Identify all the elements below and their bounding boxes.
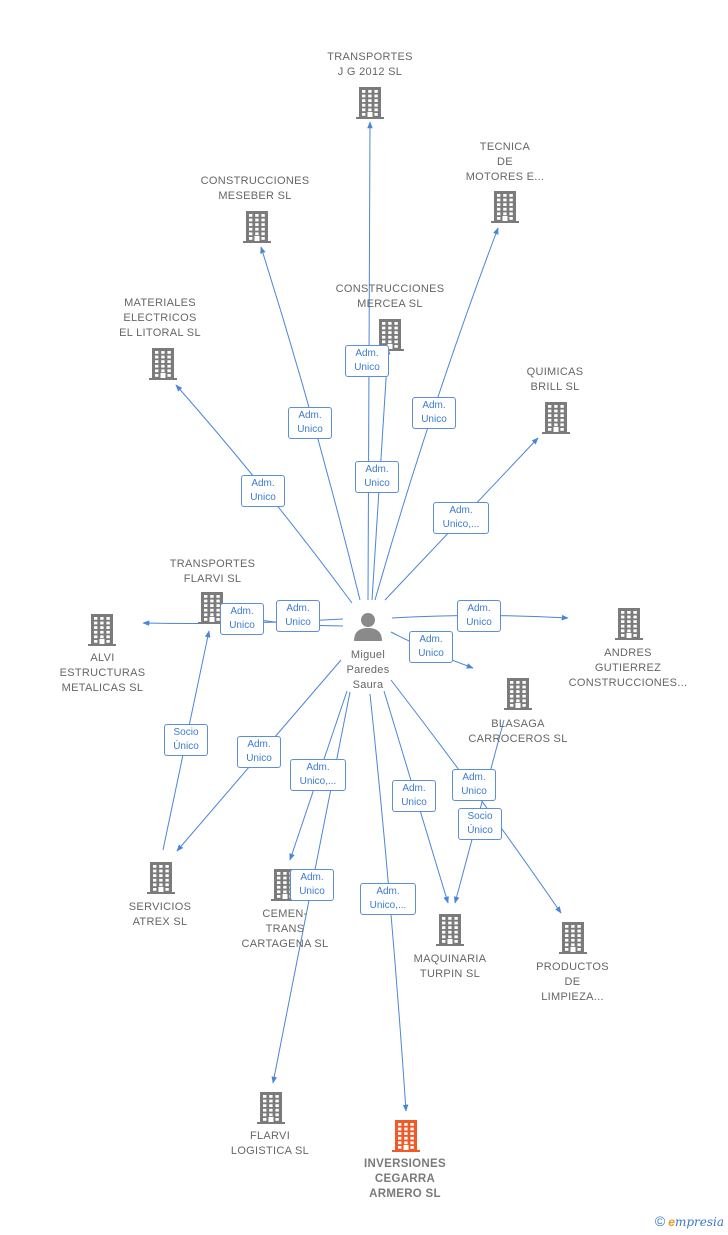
building-icon-andres[interactable] (615, 608, 643, 640)
relation-badge-r_alvi[interactable]: Adm. Unico (220, 603, 264, 635)
building-icon-transportes_jg[interactable] (356, 87, 384, 119)
relation-badge-r_servicios[interactable]: Adm. Unico (237, 736, 281, 768)
company-label-productos[interactable]: PRODUCTOS DE LIMPIEZA... (536, 961, 609, 1003)
building-icon-blasaga[interactable] (504, 678, 532, 710)
brand-name: mpresia (674, 1215, 724, 1229)
building-icon-flarvi_log[interactable] (257, 1092, 285, 1124)
relation-badge-r_jg[interactable]: Adm. Unico (345, 345, 389, 377)
company-label-inversiones[interactable]: INVERSIONES CEGARRA ARMERO SL (364, 1158, 446, 1200)
copyright-symbol: © (654, 1213, 666, 1229)
building-icon-mercea[interactable] (376, 319, 404, 351)
building-icon-productos[interactable] (559, 922, 587, 954)
building-icon-inversiones[interactable] (392, 1120, 420, 1152)
building-icon-alvi[interactable] (88, 614, 116, 646)
company-label-mercea[interactable]: CONSTRUCCIONES MERCEA SL (335, 283, 445, 310)
person-icon[interactable] (354, 613, 382, 641)
company-label-alvi[interactable]: ALVI ESTRUCTURAS METALICAS SL (59, 652, 146, 694)
relation-badge-r_productos[interactable]: Adm. Unico (452, 769, 496, 801)
building-icon-maquinaria[interactable] (436, 914, 464, 946)
relation-badge-r_socio_flarvi[interactable]: Socio Único (164, 724, 208, 756)
building-icon-materiales[interactable] (149, 348, 177, 380)
company-label-blasaga[interactable]: BLASAGA CARROCEROS SL (468, 718, 568, 745)
relation-badge-r_blasaga[interactable]: Adm. Unico (409, 631, 453, 663)
relation-badge-r_meseber[interactable]: Adm. Unico (288, 407, 332, 439)
relation-badge-r_inversiones[interactable]: Adm. Unico,... (360, 883, 416, 915)
company-label-cemen[interactable]: CEMEN- TRANS CARTAGENA SL (241, 908, 329, 950)
relation-badge-r_flarvilog[interactable]: Adm. Unico (290, 869, 334, 901)
person-label[interactable]: Miguel Paredes Saura (346, 649, 390, 691)
company-label-tecnica_motores[interactable]: TECNICA DE MOTORES E... (465, 141, 545, 183)
company-label-meseber[interactable]: CONSTRUCCIONES MESEBER SL (200, 175, 310, 202)
company-label-transportes_jg[interactable]: TRANSPORTES J G 2012 SL (327, 51, 413, 78)
building-icon-quimicas[interactable] (542, 402, 570, 434)
relation-badge-r_quimicas[interactable]: Adm. Unico,... (433, 502, 489, 534)
relation-badge-r_andres[interactable]: Adm. Unico (457, 600, 501, 632)
company-label-maquinaria[interactable]: MAQUINARIA TURPIN SL (413, 953, 487, 980)
relation-badge-r_cemen[interactable]: Adm. Unico,... (290, 759, 346, 791)
brand-initial: e (668, 1215, 675, 1229)
relation-badge-r_mercea[interactable]: Adm. Unico (355, 461, 399, 493)
building-icon-meseber[interactable] (243, 211, 271, 243)
company-label-flarvi_log[interactable]: FLARVI LOGISTICA SL (230, 1130, 310, 1157)
relation-badge-r_materiales[interactable]: Adm. Unico (241, 475, 285, 507)
empresia-watermark: ©empresia (655, 1213, 724, 1229)
company-label-materiales[interactable]: MATERIALES ELECTRICOS EL LITORAL SL (119, 297, 201, 339)
company-label-andres[interactable]: ANDRES GUTIERREZ CONSTRUCCIONES... (568, 647, 688, 689)
relation-badge-r_socio_maq[interactable]: Socio Único (458, 808, 502, 840)
company-label-quimicas[interactable]: QUIMICAS BRILL SL (526, 366, 584, 393)
relation-badge-r_flarvi[interactable]: Adm. Unico (276, 600, 320, 632)
relation-badge-r_tecnica[interactable]: Adm. Unico (412, 397, 456, 429)
building-icon-tecnica_motores[interactable] (491, 191, 519, 223)
building-icon-servicios[interactable] (147, 862, 175, 894)
building-icon-flarvi_transp[interactable] (198, 592, 226, 624)
company-label-flarvi_transp[interactable]: TRANSPORTES FLARVI SL (169, 558, 256, 585)
company-label-servicios[interactable]: SERVICIOS ATREX SL (128, 901, 192, 928)
relation-badge-r_maquinaria[interactable]: Adm. Unico (392, 780, 436, 812)
